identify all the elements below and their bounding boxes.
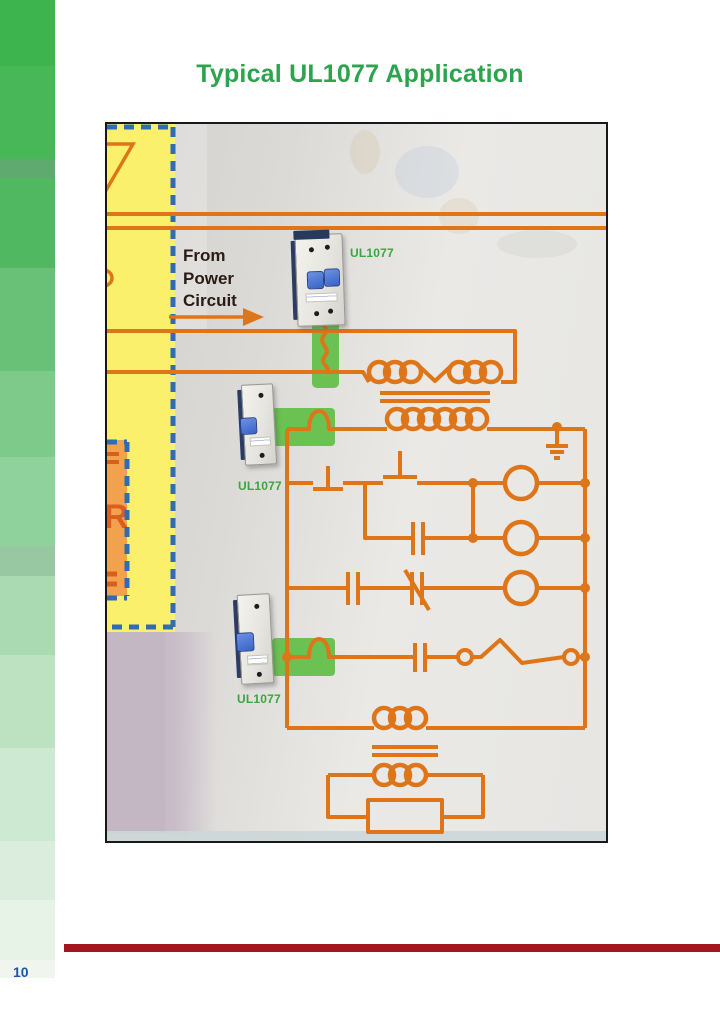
power-circuit-panel: R: [107, 124, 176, 632]
breaker-rating-label: [305, 291, 339, 303]
green-gradient-sidebar: [0, 0, 55, 1012]
motor-circle-2: [502, 519, 540, 557]
page-title: Typical UL1077 Application: [196, 60, 524, 88]
panel-orange-box: [107, 440, 127, 596]
panel-dashed-border: [107, 124, 176, 630]
screw-terminal: [256, 671, 262, 677]
screw-terminal: [308, 246, 314, 253]
power-bus-lines: [107, 212, 606, 230]
rung1: [287, 451, 585, 502]
screw-terminal: [259, 452, 266, 458]
panel-coil-symbol: [107, 269, 114, 287]
ul1077-label-3: UL1077: [237, 692, 281, 706]
arrow-icon: [169, 308, 264, 326]
from-power-line2: Power: [183, 268, 235, 288]
motor-circle-3: [502, 569, 540, 607]
from-power-circuit-label: From Power Circuit: [183, 245, 253, 313]
lower-background: [107, 632, 606, 841]
transformer1-primary-coil: [366, 359, 504, 385]
breaker-top-cap: [293, 229, 330, 240]
breaker-toggle: [235, 632, 255, 653]
schematic-svg: R: [107, 124, 606, 841]
panel-equals-glyph: [107, 452, 119, 464]
rung3: [287, 568, 585, 612]
junction-dots: [282, 422, 590, 662]
feed-line-top: [107, 329, 517, 384]
breaker-rating-label: [246, 654, 269, 665]
transformer2: [287, 705, 585, 834]
ground-symbol: [546, 429, 568, 460]
circuit-breaker-1pole: [232, 593, 275, 685]
page-number: 10: [13, 964, 29, 980]
from-power-line1: From: [183, 246, 226, 265]
from-power-line3: Circuit: [183, 291, 237, 311]
breaker-toggle: [239, 416, 258, 435]
transformer1-secondary-line: [287, 409, 585, 431]
load-box: [366, 798, 444, 834]
orange-box-dashed-border: [107, 439, 130, 601]
motor-circle-1: [502, 464, 540, 502]
breaker-body: [293, 229, 346, 327]
feed-line-bottom: [107, 370, 371, 384]
footer-rule: [64, 944, 720, 952]
screw-terminal: [257, 392, 264, 398]
circuit-breaker-2pole: [290, 229, 346, 327]
rung4: [287, 637, 585, 672]
rung2-branch: [363, 483, 585, 557]
breaker-body: [239, 383, 278, 466]
screw-terminal: [324, 244, 330, 250]
panel-triangle-symbol: [107, 142, 137, 193]
ladder-rails: [285, 429, 587, 728]
application-diagram: R: [105, 122, 608, 843]
circuit-breaker-1pole: [237, 383, 278, 466]
panel-letter: R: [107, 498, 129, 536]
transformer1-secondary-coil: [384, 406, 490, 432]
screw-terminal: [313, 310, 319, 316]
ul1077-label-1: UL1077: [350, 246, 394, 260]
circuit-lines: [107, 212, 606, 834]
breaker-toggle: [323, 268, 341, 288]
breaker-toggle: [306, 270, 324, 290]
breaker-body: [235, 593, 275, 685]
transformer1-core: [380, 391, 490, 403]
screw-terminal: [328, 308, 334, 314]
screw-terminal: [254, 603, 260, 609]
ul1077-label-2: UL1077: [238, 479, 282, 493]
panel-partial-glyph: [107, 571, 117, 587]
breaker-rating-label: [250, 436, 272, 447]
